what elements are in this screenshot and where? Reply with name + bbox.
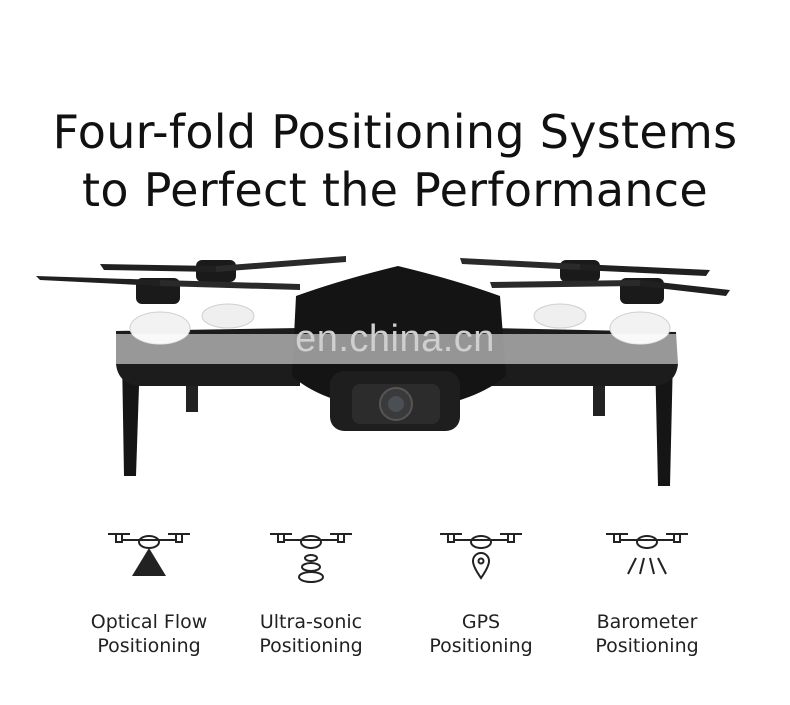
positioning-features: Optical Flow Positioning Ultra-sonic Pos… [0,528,790,678]
feature-label-line-2: Positioning [595,635,699,657]
feature-label-line-2: Positioning [97,635,201,657]
feature-label-line-1: Barometer [596,611,698,633]
headline-line-2: to Perfect the Performance [82,162,708,217]
drone-image [0,236,790,506]
feature-label-line-2: Positioning [429,635,533,657]
feature-label-line-1: GPS [461,611,501,633]
feature-label-line-1: Optical Flow [90,611,208,633]
feature-label-line-2: Positioning [259,635,363,657]
feature-label-line-1: Ultra-sonic [259,611,363,633]
headline-line-1: Four-fold Positioning Systems [52,104,738,159]
drone-illustration [36,256,730,486]
headline: Four-fold Positioning Systems to Perfect… [0,103,790,219]
feature-barometer: Barometer Positioning [562,528,732,658]
watermark: en.china.cn [295,318,495,360]
ultrasonic-icon [270,533,352,583]
optical-flow-icon [108,533,190,576]
feature-optical-flow: Optical Flow Positioning [64,528,234,658]
feature-gps: GPS Positioning [396,528,566,658]
feature-ultrasonic: Ultra-sonic Positioning [226,528,396,658]
barometer-icon [606,533,688,575]
gps-icon [440,533,522,580]
